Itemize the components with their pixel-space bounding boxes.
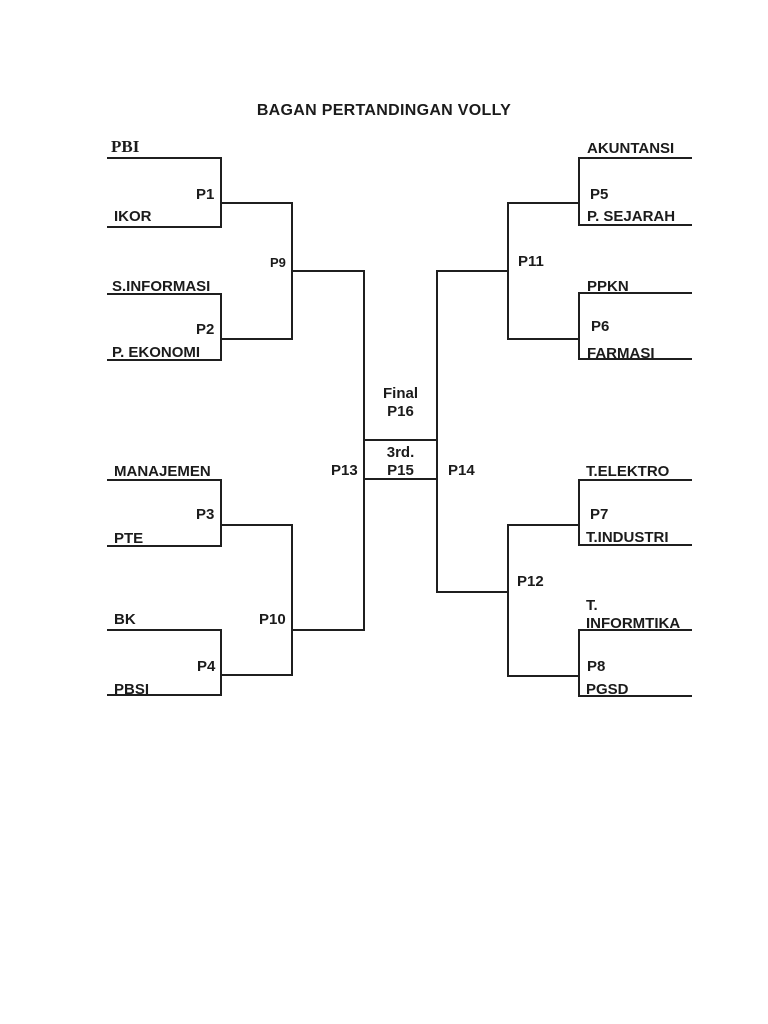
match-label-p15: P15 (387, 462, 414, 479)
connector-p6-winner (507, 338, 580, 340)
match-box-p1 (107, 157, 222, 228)
match-label-p3: P3 (196, 506, 215, 523)
match-box-p5 (578, 157, 692, 226)
team-p-ekonomi: P. EKONOMI (112, 344, 201, 361)
connector-p12-winner (436, 591, 509, 593)
team-t-informtika: T. INFORMTIKA (586, 597, 681, 632)
team-pte: PTE (114, 530, 144, 547)
final-left-bracket (363, 270, 365, 631)
third-place-box-top (363, 439, 438, 441)
match-box-p6 (578, 292, 692, 360)
page-title: BAGAN PERTANDINGAN VOLLY (256, 102, 512, 119)
match-label-p2: P2 (196, 321, 215, 338)
match-label-p11: P11 (518, 253, 544, 270)
team-t-industri: T.INDUSTRI (586, 529, 669, 546)
match-label-p5: P5 (590, 186, 609, 203)
team-pgsd: PGSD (586, 681, 629, 698)
connector-p8-winner (507, 675, 580, 677)
connector-p9-winner (291, 270, 365, 272)
team-manajemen: MANAJEMEN (114, 463, 211, 480)
team-bk: BK (114, 611, 136, 628)
third-place-box-bottom (363, 478, 438, 480)
match-box-p2 (107, 293, 222, 361)
match-label-p12: P12 (517, 573, 544, 590)
team-ppkn: PPKN (587, 278, 629, 295)
semifinal-p10-bracket (291, 524, 293, 676)
match-box-p3 (107, 479, 222, 547)
connector-p1-winner (220, 202, 293, 204)
match-label-p7: P7 (590, 506, 609, 523)
semifinal-p12-bracket (507, 524, 509, 677)
match-label-p10: P10 (259, 611, 286, 628)
connector-p5-winner (507, 202, 580, 204)
match-label-p8: P8 (587, 658, 606, 675)
final-right-bracket (436, 270, 438, 593)
match-label-p1: P1 (196, 186, 215, 203)
connector-p3-winner (220, 524, 293, 526)
team-akuntansi: AKUNTANSI (587, 140, 675, 157)
connector-p7-winner (507, 524, 580, 526)
match-label-p9: P9 (270, 255, 286, 270)
final-title: Final (382, 385, 418, 402)
team-ikor: IKOR (114, 208, 152, 225)
team-farmasi: FARMASI (587, 345, 655, 362)
match-label-p16: P16 (387, 403, 414, 420)
match-box-p4 (107, 629, 222, 696)
match-label-p14: P14 (448, 462, 475, 479)
match-label-p6: P6 (591, 318, 610, 335)
third-place-title: 3rd. (386, 444, 415, 461)
team-s-informasi: S.INFORMASI (112, 278, 211, 295)
team-pbsi: PBSI (114, 681, 150, 698)
match-label-p13: P13 (331, 462, 358, 479)
match-box-p7 (578, 479, 692, 546)
team-pbi: PBI (111, 137, 140, 156)
match-label-p4: P4 (197, 658, 216, 675)
connector-p11-winner (436, 270, 509, 272)
team-p-sejarah: P. SEJARAH (587, 208, 676, 225)
connector-p10-winner (291, 629, 365, 631)
connector-p4-winner (220, 674, 293, 676)
match-box-p8 (578, 629, 692, 697)
team-t-elektro: T.ELEKTRO (586, 463, 670, 480)
connector-p2-winner (220, 338, 293, 340)
